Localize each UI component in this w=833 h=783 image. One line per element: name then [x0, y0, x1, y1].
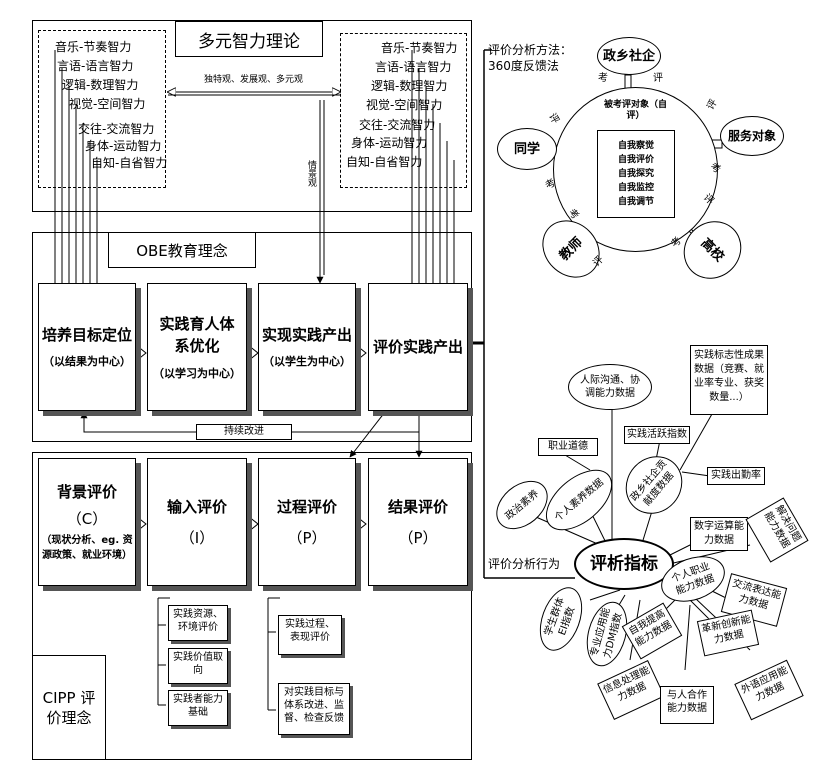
obe-box-goal: 培养目标定位 （以结果为中心） — [38, 283, 136, 411]
mi-left-7: 自知-自省智力 — [91, 156, 168, 170]
mi-right-5: 交往-交流智力 — [359, 118, 436, 132]
situational-view-label: 情景观 — [306, 160, 316, 187]
mi-right-7: 自知-自省智力 — [346, 155, 423, 169]
node-ethics: 职业道德 — [538, 438, 598, 456]
mi-left-group — [38, 30, 166, 188]
cipp-box-context: 背景评价 （C） （现状分析、eg. 资源政策、就业环境） — [38, 458, 136, 586]
process-item-feedback: 对实践目标与体系改进、监督、检查反馈 — [278, 683, 350, 735]
self-item-4: 自我监控 — [617, 183, 654, 193]
mi-left-1: 音乐-节奏智力 — [55, 40, 132, 54]
cipp-product-letter: （P） — [398, 529, 438, 547]
mi-views-label: 独特观、发展观、多元观 — [204, 75, 304, 85]
obe-title: OBE教育理念 — [136, 241, 228, 260]
node-attendance: 实践出勤率 — [707, 467, 765, 485]
cipp-context-title: 背景评价 — [56, 483, 117, 501]
indicator-center: 评析指标 — [574, 538, 674, 590]
cipp-input-letter: （I） — [179, 529, 215, 547]
cipp-context-sub: （现状分析、eg. 资源政策、就业环境） — [41, 535, 133, 561]
self-item-5: 自我调节 — [617, 197, 654, 207]
mi-right-2: 言语-语言智力 — [375, 60, 452, 74]
mi-title-box: 多元智力理论 — [175, 21, 323, 57]
cipp-product-title: 结果评价 — [387, 498, 448, 516]
node-communication: 人际沟通、协调能力数据 — [568, 364, 652, 410]
indicator-behavior-label: 评价分析行为 — [488, 557, 561, 571]
peer-classmate: 同学 — [497, 128, 557, 170]
obe-box-goal-title: 培养目标定位 — [41, 326, 132, 344]
obe-box-evaluate: 评价实践产出 — [368, 283, 468, 411]
feedback-method-label: 评价分析方法：360度反馈法 — [488, 43, 573, 73]
cipp-label: CIPP 评价理念 — [42, 688, 96, 727]
node-numeracy: 数字运算能力数据 — [690, 517, 748, 551]
feedback-center-title: 被考评对象（自评） — [603, 100, 667, 121]
obe-box-output-sub: （以学生为中心） — [263, 355, 351, 368]
mi-right-3: 逻辑-数理智力 — [371, 79, 448, 93]
mi-right-6: 身体-运动智力 — [351, 136, 428, 150]
mi-left-6: 身体-运动智力 — [85, 139, 162, 153]
self-item-1: 自我察觉 — [617, 141, 654, 151]
obe-box-output-title: 实现实践产出 — [261, 326, 352, 344]
obe-box-system-title: 实践育人体系优化 — [159, 315, 235, 355]
node-achievements: 实践标志性成果数据（竞赛、就业率专业、获奖数量...） — [690, 345, 768, 415]
obe-title-box: OBE教育理念 — [108, 232, 256, 268]
continuous-improvement-label: 持续改进 — [196, 424, 292, 440]
cipp-label-box: CIPP 评价理念 — [32, 655, 106, 760]
small-word-1: 考 — [598, 73, 608, 84]
cipp-box-process: 过程评价 （P） — [258, 458, 356, 586]
mi-right-1: 音乐-节奏智力 — [381, 41, 458, 55]
self-item-2: 自我评价 — [617, 155, 654, 165]
obe-box-system: 实践育人体系优化 （以学习为中心） — [147, 283, 247, 411]
cipp-box-product: 结果评价 （P） — [368, 458, 468, 586]
mi-left-2: 言语-语言智力 — [57, 59, 134, 73]
mi-right-4: 视觉-空间智力 — [366, 98, 443, 112]
obe-box-system-sub: （以学习为中心） — [153, 367, 241, 380]
node-activity-index: 实践活跃指数 — [624, 426, 690, 444]
peer-government: 政乡社企 — [597, 37, 661, 75]
obe-box-evaluate-title: 评价实践产出 — [372, 338, 463, 356]
cipp-input-title: 输入评价 — [166, 498, 227, 516]
mi-outer-frame — [32, 20, 472, 212]
mi-left-4: 视觉-空间智力 — [69, 97, 146, 111]
input-item-ability: 实践者能力基础 — [168, 690, 228, 726]
mi-right-group — [340, 33, 467, 188]
cipp-process-letter: （P） — [287, 529, 327, 547]
mi-title: 多元智力理论 — [198, 31, 300, 52]
cipp-context-letter: （C） — [66, 510, 108, 528]
process-item-performance: 实践过程、表现评价 — [278, 615, 342, 655]
mi-left-5: 交往-交流智力 — [78, 122, 155, 136]
node-cooperation: 与人合作能力数据 — [660, 686, 714, 724]
cipp-box-input: 输入评价 （I） — [147, 458, 247, 586]
feedback-self-list: 自我察觉 自我评价 自我探究 自我监控 自我调节 — [597, 130, 675, 218]
mi-left-3: 逻辑-数理智力 — [62, 78, 139, 92]
input-item-values: 实践价值取向 — [168, 648, 228, 684]
input-item-resources: 实践资源、环境评价 — [168, 605, 228, 641]
obe-box-goal-sub: （以结果为中心） — [43, 355, 131, 368]
small-word-2: 评 — [653, 73, 663, 84]
cipp-outer-frame — [32, 452, 472, 760]
peer-service-target: 服务对象 — [720, 116, 784, 156]
self-item-3: 自我探究 — [617, 169, 654, 179]
cipp-process-title: 过程评价 — [276, 498, 337, 516]
obe-box-output: 实现实践产出 （以学生为中心） — [258, 283, 356, 411]
